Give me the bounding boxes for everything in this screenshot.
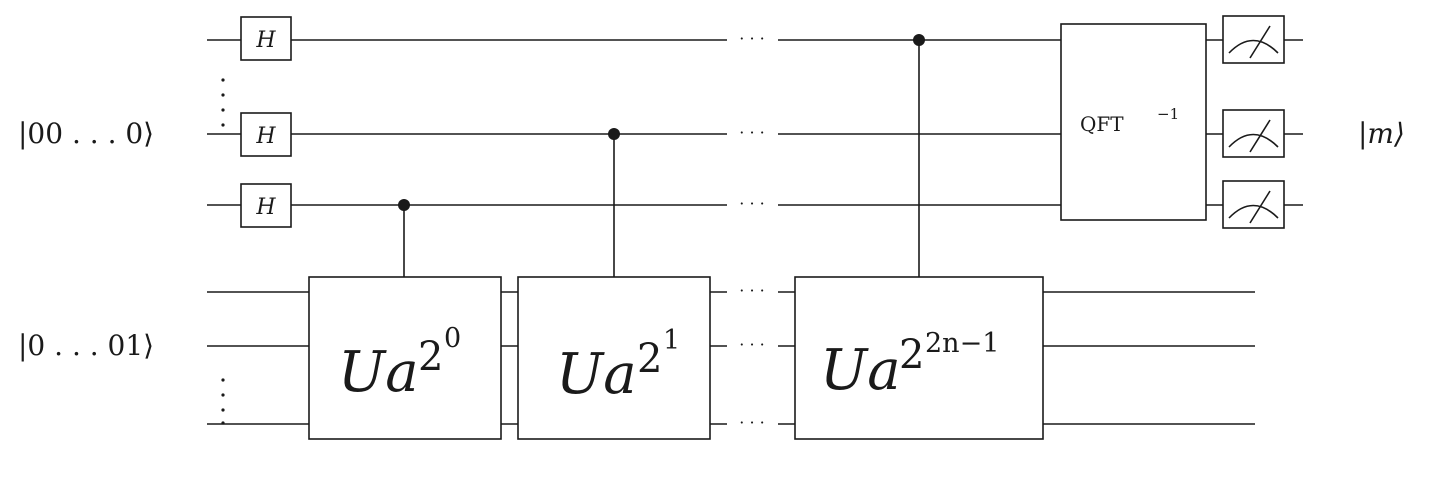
horizontal-ellipses: · · · · · · · · · · · · · · · · · · [739,29,764,432]
ellipsis-q1: · · · [739,123,764,142]
measurement-meter-q0 [1222,15,1285,64]
hadamard-gate-q0: H [240,16,292,61]
u-gate-power-base: 2 [418,334,443,380]
bottom-register-label: |0 . . . 01⟩ [18,329,154,362]
controlled-u-gate-2: Ua 2 2n−1 [794,276,1044,440]
ellipsis-t2: · · · [739,413,764,432]
top-register-label: |00 . . . 0⟩ [18,117,154,150]
qft-label: QFT [1080,112,1124,136]
control-connection-0 [398,199,410,277]
u-gate-exponent: 0 [444,323,461,354]
control-connection-1 [608,128,620,277]
controlled-u-gate-0: Ua 2 0 [308,276,502,440]
u-gate-base: Ua [338,340,419,405]
qft-exponent: −1 [1157,105,1179,123]
controlled-u-gate-1: Ua 2 1 [517,276,711,440]
hadamard-gate-q2: H [240,183,292,228]
hadamard-gate-q1: H [240,112,292,157]
ellipsis-q0: · · · [739,29,764,48]
control-connection-2 [913,34,925,277]
measurement-meter-q2 [1222,180,1285,229]
hadamard-label: H [255,28,276,53]
hadamard-label: H [255,195,276,220]
hadamard-label: H [255,124,276,149]
control-wires [207,39,1303,206]
ellipsis-t0: · · · [739,281,764,300]
vertical-ellipsis-bottom [221,378,225,425]
ellipsis-t1: · · · [739,335,764,354]
control-dot [608,128,620,140]
ellipsis-q2: · · · [739,194,764,213]
u-gate-base: Ua [556,342,637,407]
vertical-ellipsis-top [221,78,225,127]
measurement-meter-q1 [1222,109,1285,158]
u-gate-power-base: 2 [899,332,924,378]
u-gate-power-base: 2 [637,336,662,382]
u-gate-base: Ua [820,338,901,403]
output-state-label: |m⟩ [1358,117,1405,150]
u-gate-exponent: 1 [663,325,680,356]
control-dot [398,199,410,211]
control-dot [913,34,925,46]
u-gate-exponent: 2n−1 [925,328,999,359]
inverse-qft-gate: QFT −1 [1060,23,1207,221]
